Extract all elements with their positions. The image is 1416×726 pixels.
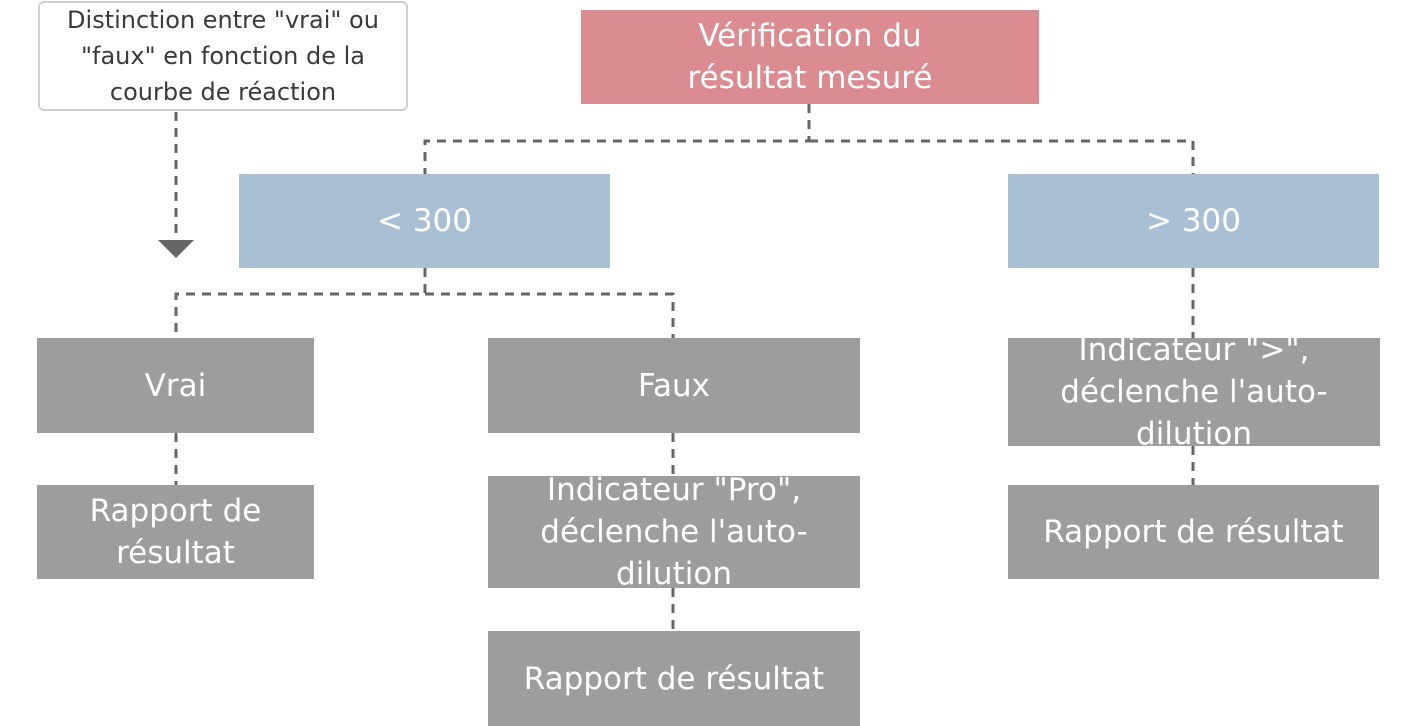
faux-report-label: Rapport de résultat xyxy=(523,660,825,697)
branch-low-node: < 300 xyxy=(239,174,610,268)
connector-low-to-outcomes xyxy=(174,268,675,338)
high-indicator-label: Indicateur ">", déclenche l'auto-dilutio… xyxy=(1060,332,1328,452)
high-indicator-node: Indicateur ">", déclenche l'auto-dilutio… xyxy=(1008,332,1380,452)
vrai-label: Vrai xyxy=(144,367,207,404)
vrai-node: Vrai xyxy=(37,338,314,433)
branch-low-label: < 300 xyxy=(377,203,472,239)
branch-high-node: > 300 xyxy=(1008,174,1379,268)
high-report-node: Rapport de résultat xyxy=(1008,485,1379,579)
faux-report-node: Rapport de résultat xyxy=(488,631,860,726)
high-report-label: Rapport de résultat xyxy=(1043,514,1344,550)
root-node: Vérification du résultat mesuré xyxy=(581,10,1039,104)
vrai-report-node: Rapport de résultat xyxy=(37,485,314,579)
note-box: Distinction entre "vrai" ou "faux" en fo… xyxy=(38,1,408,111)
note-text: Distinction entre "vrai" ou "faux" en fo… xyxy=(67,6,379,106)
faux-indicator-node: Indicateur "Pro", déclenche l'auto-dilut… xyxy=(488,472,860,592)
faux-label: Faux xyxy=(638,367,710,404)
branch-high-label: > 300 xyxy=(1146,203,1241,239)
faux-indicator-label: Indicateur "Pro", déclenche l'auto-dilut… xyxy=(540,472,808,592)
vrai-report-label: Rapport de résultat xyxy=(89,493,262,571)
connector-root-to-branches xyxy=(423,104,1195,174)
root-label: Vérification du résultat mesuré xyxy=(687,18,933,96)
faux-node: Faux xyxy=(488,338,860,433)
arrow-down-icon xyxy=(158,240,194,258)
